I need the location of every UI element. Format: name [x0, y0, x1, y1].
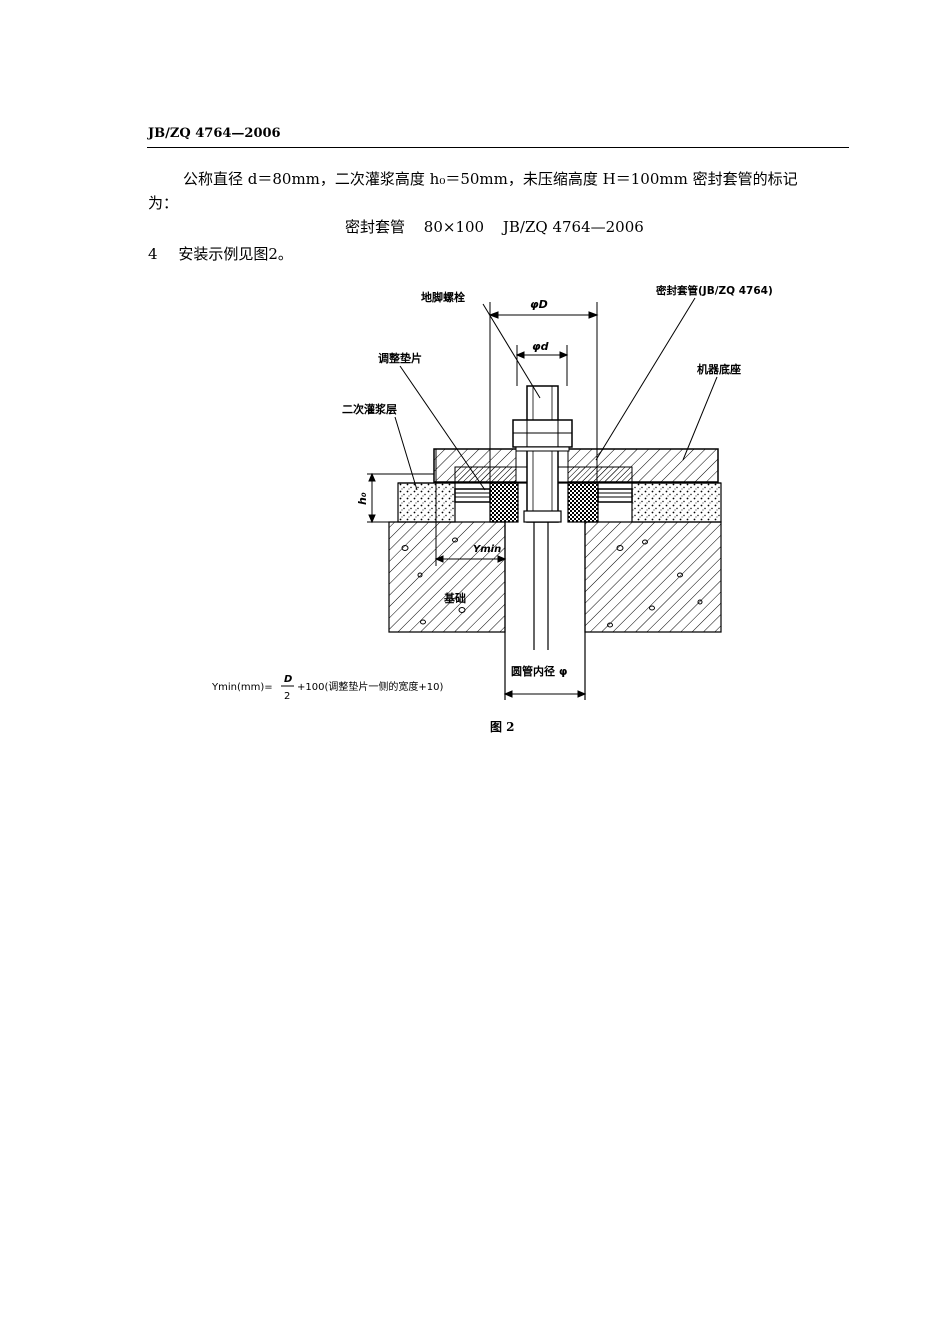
- seal-sleeve: [489, 482, 599, 523]
- formula-lhs: Ymin(mm)=: [211, 682, 273, 693]
- pipe-hole: [504, 522, 586, 700]
- label-seal-sleeve: 密封套管(JB/ZQ 4764): [656, 284, 773, 297]
- label-pipe-inner-dia: 圆管内径 φ: [511, 664, 567, 678]
- label-phi-D: φD: [530, 298, 548, 311]
- installation-figure: 地脚螺栓 φD 密封套管(JB/ZQ 4764) φd 调整垫片 机器底座 二次…: [211, 284, 773, 702]
- marking-standard: JB/ZQ 4764—2006: [502, 218, 644, 236]
- formula-denominator: 2: [284, 691, 290, 702]
- header-rule: [147, 147, 849, 148]
- section-number: 4: [148, 245, 158, 263]
- label-anchor-bolt: 地脚螺栓: [421, 290, 465, 304]
- marking-paragraph-line1: 公称直径 d＝80mm，二次灌浆高度 h₀＝50mm，未压缩高度 H＝100mm…: [183, 170, 798, 188]
- formula-rhs: +100(调整垫片一侧的宽度+10): [297, 680, 443, 693]
- marking-paragraph-line2: 为：: [148, 194, 179, 212]
- marking-example: 密封套管 80×100 JB/ZQ 4764—2006: [345, 216, 658, 237]
- marking-name: 密封套管: [345, 218, 406, 236]
- figure-caption: 图 2: [490, 720, 515, 734]
- ymin-formula: Ymin(mm)= D 2 +100(调整垫片一侧的宽度+10): [211, 674, 443, 702]
- label-foundation: 基础: [443, 591, 466, 605]
- section-4: 4 安装示例见图2。: [148, 243, 293, 264]
- foundation-block: [388, 521, 722, 633]
- grout-layer: [397, 482, 722, 523]
- standard-header: JB/ZQ 4764—2006: [148, 126, 281, 141]
- label-grout-layer: 二次灌浆层: [342, 402, 397, 416]
- section-text: 安装示例见图2。: [178, 245, 293, 263]
- label-phi-d: φd: [532, 340, 549, 353]
- label-adjust-shim: 调整垫片: [378, 351, 422, 365]
- label-ymin: Ymin: [473, 544, 501, 555]
- anchor-bolt: [512, 385, 573, 650]
- label-h0: h₀: [356, 492, 369, 505]
- marking-size: 80×100: [423, 218, 485, 236]
- label-machine-base: 机器底座: [697, 362, 741, 376]
- formula-numerator: D: [284, 674, 292, 685]
